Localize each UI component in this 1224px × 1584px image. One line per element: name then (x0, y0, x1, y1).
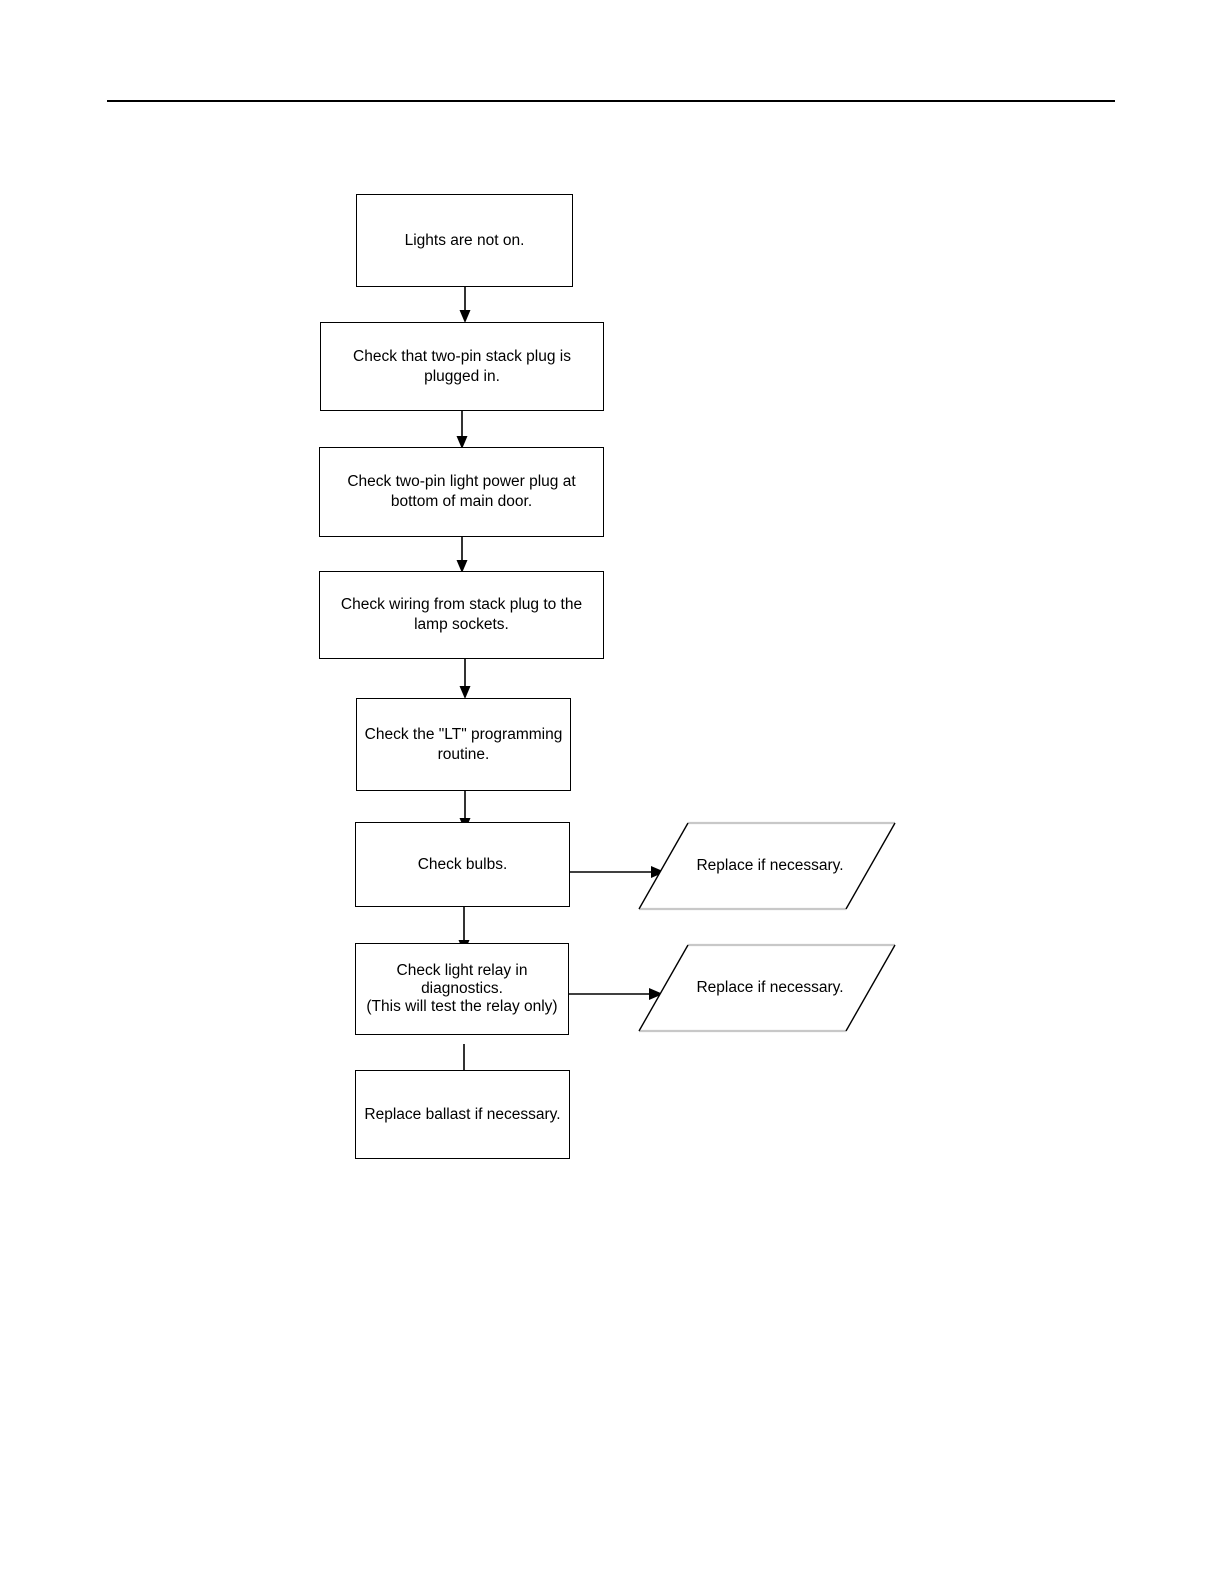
parallelogram-shape-relay (638, 943, 896, 1033)
flow-node-label: Replace if necessary. (696, 979, 844, 997)
parallelogram-shape-bulbs (638, 821, 896, 911)
flow-node-check-stack-plug-plugged-in[interactable]: Check that two-pin stack plug is plugged… (320, 322, 604, 411)
header-divider-rule (107, 100, 1115, 102)
flow-node-replace-if-necessary-relay[interactable]: Replace if necessary. (636, 942, 898, 1034)
flow-node-check-light-relay-in-diagnostics[interactable]: Check light relay in diagnostics. (This … (355, 943, 569, 1035)
connector-n1-n2 (456, 286, 474, 324)
flow-node-lights-are-not-on[interactable]: Lights are not on. (356, 194, 573, 287)
connector-n4-n5 (456, 658, 474, 700)
connector-n2-n3 (453, 410, 471, 450)
flow-node-check-two-pin-light-power-plug[interactable]: Check two-pin light power plug at bottom… (319, 447, 604, 537)
flow-node-label: Replace if necessary. (696, 857, 844, 875)
connector-n3-n4 (453, 536, 471, 574)
connector-n6-p1 (569, 862, 669, 882)
connector-n7-p2 (567, 984, 667, 1004)
flow-node-check-wiring-to-lamp-sockets[interactable]: Check wiring from stack plug to the lamp… (319, 571, 604, 659)
flow-node-replace-ballast-if-necessary[interactable]: Replace ballast if necessary. (355, 1070, 570, 1159)
flow-node-replace-if-necessary-bulbs[interactable]: Replace if necessary. (636, 820, 898, 912)
flow-node-check-bulbs[interactable]: Check bulbs. (355, 822, 570, 907)
flow-node-check-lt-programming-routine[interactable]: Check the "LT" programming routine. (356, 698, 571, 791)
